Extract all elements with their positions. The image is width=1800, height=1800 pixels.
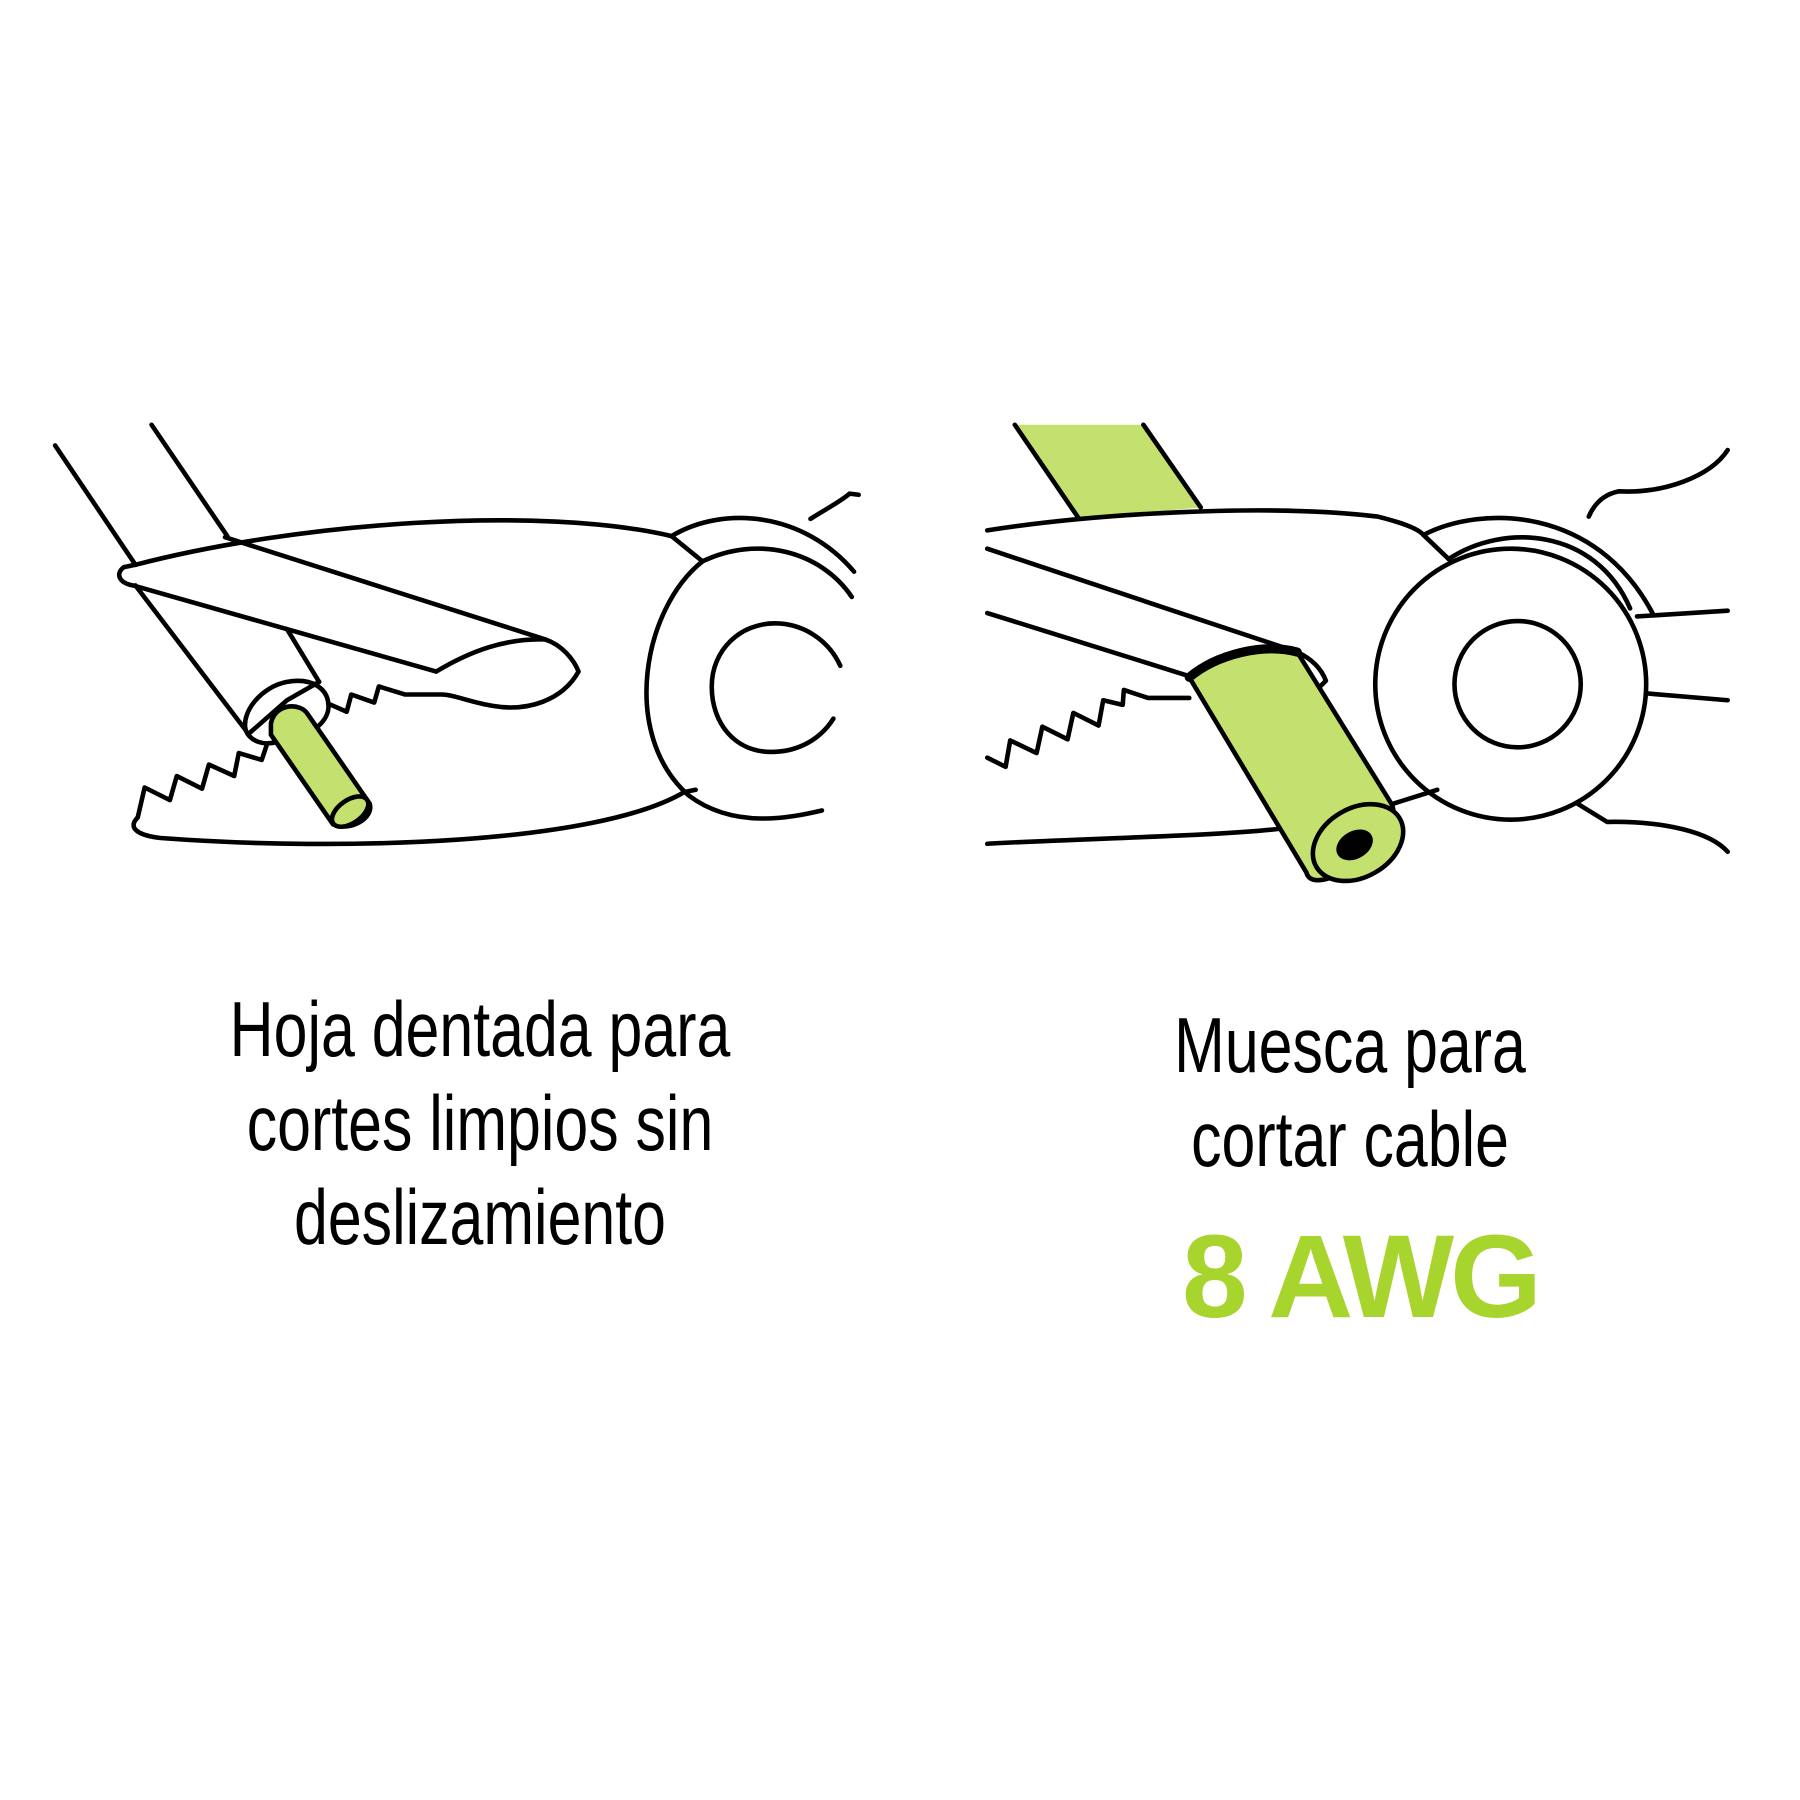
- caption-line: cortes limpios sin: [246, 1079, 714, 1167]
- feature-caption-serrated-blade: Hoja dentada para cortes limpios sin des…: [152, 982, 807, 1264]
- awg-highlight: 8 AWG: [1060, 1218, 1660, 1336]
- caption-line: deslizamiento: [293, 1173, 666, 1261]
- awg-highlight-text: 8 AWG: [1182, 1211, 1542, 1343]
- caption-line: Muesca para: [1174, 1001, 1526, 1089]
- cable-segment-icon: [268, 704, 373, 830]
- caption-line: cortar cable: [1191, 1095, 1509, 1183]
- cable-8awg-icon: [1184, 644, 1406, 884]
- cable-notch-pliers-icon: [984, 422, 1730, 855]
- caption-line: Hoja dentada para: [229, 985, 731, 1073]
- feature-caption-cable-notch: Muesca para cortar cable: [1022, 998, 1677, 1186]
- serrated-jaw-pliers-icon: [52, 422, 861, 847]
